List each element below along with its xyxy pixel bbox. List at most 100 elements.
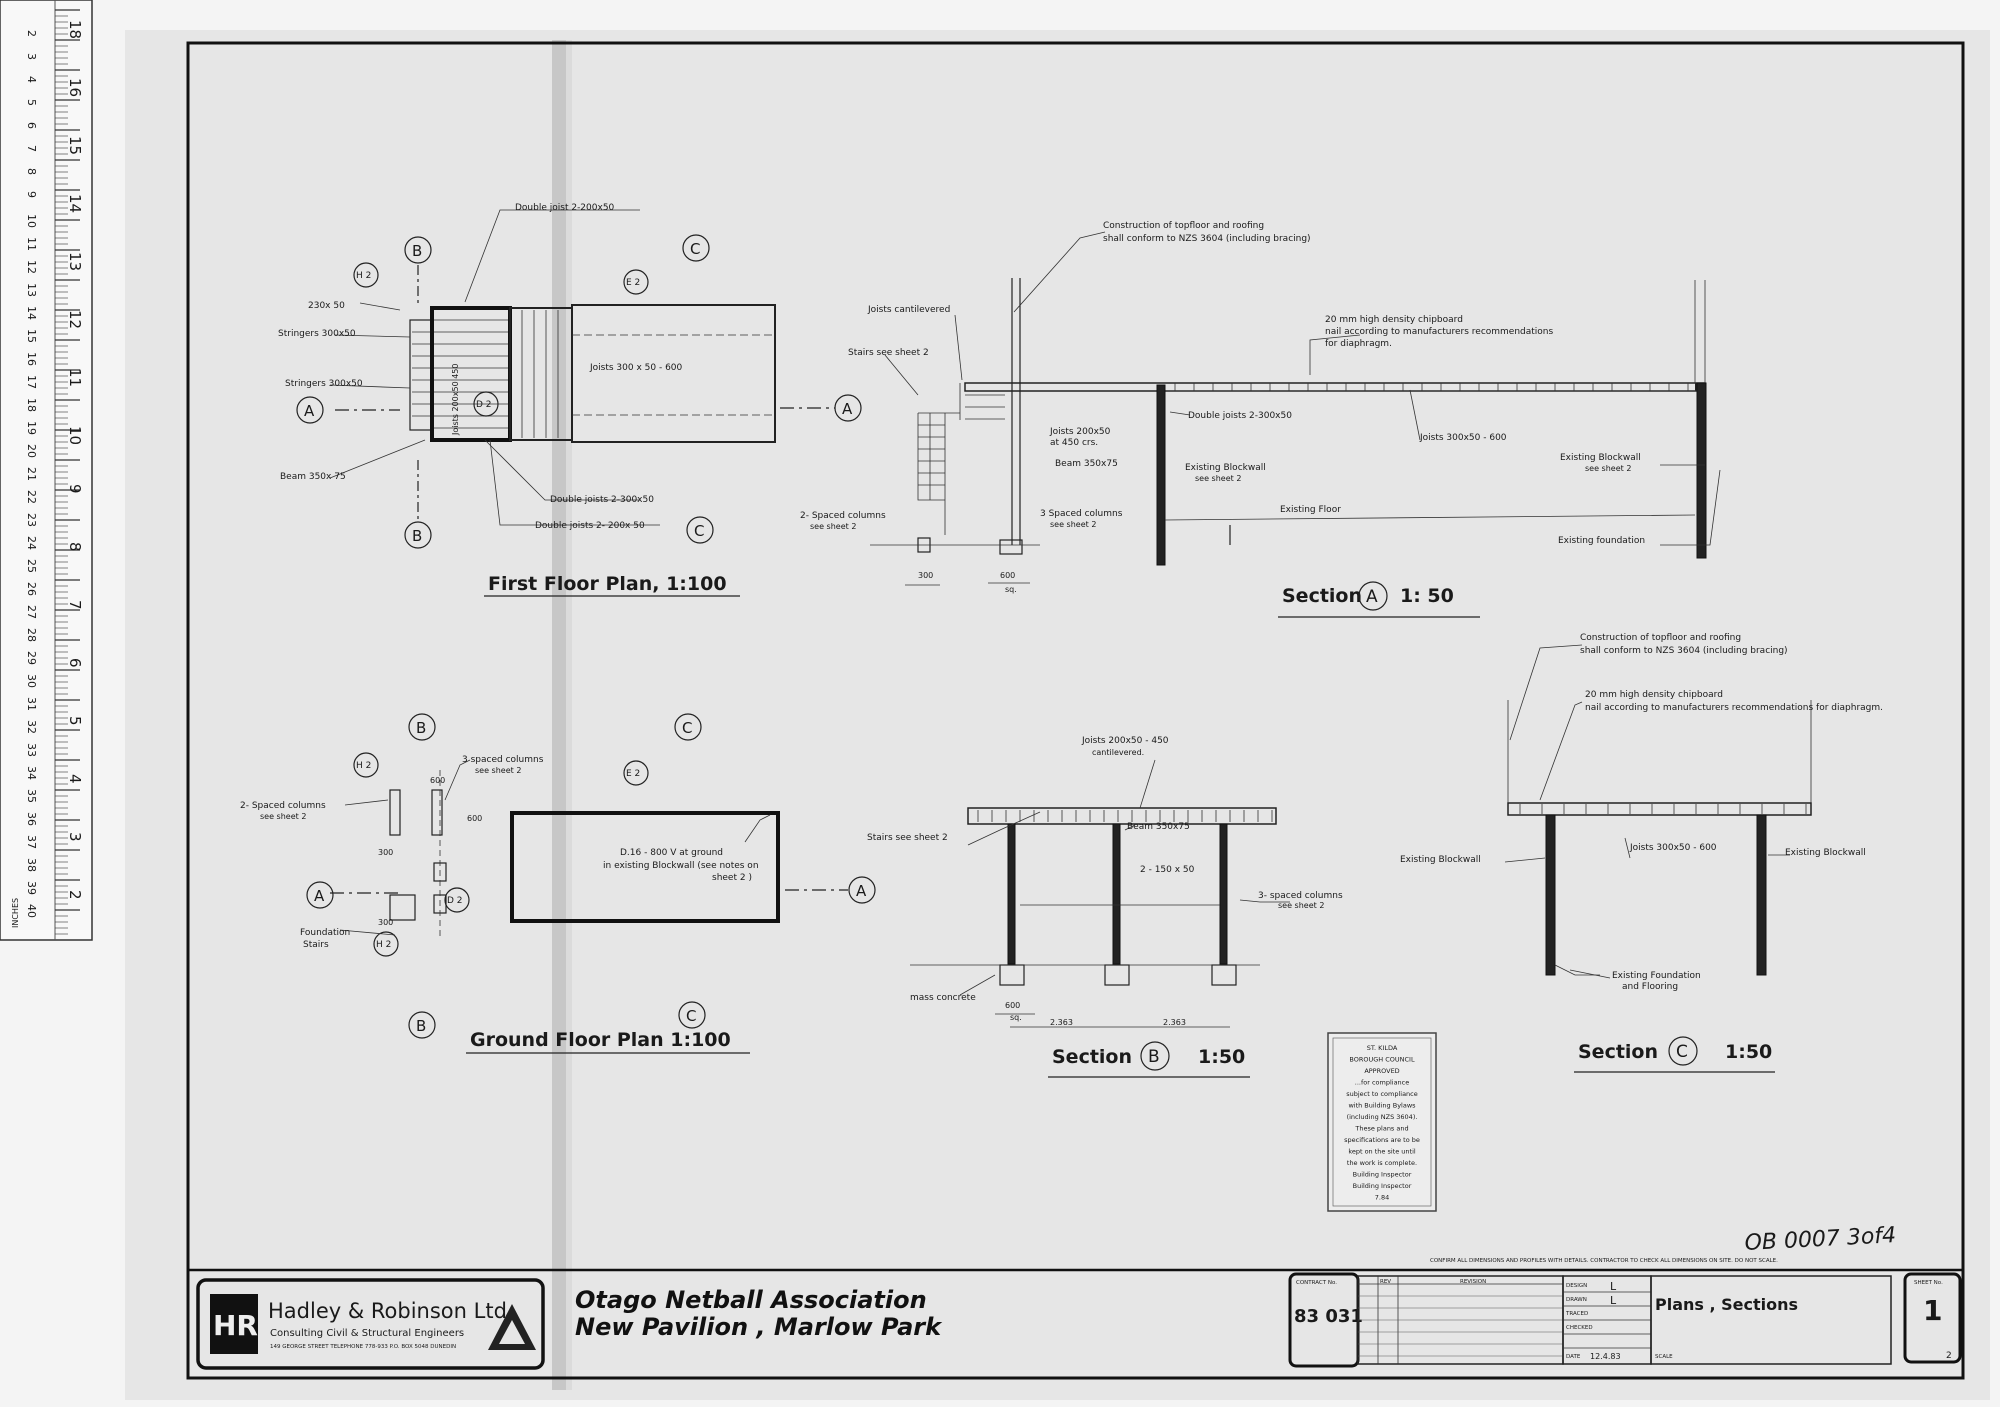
ruler-mm-label: 25 <box>25 559 38 573</box>
ruler-mm-label: 33 <box>25 743 38 757</box>
ruler-mm-label: 15 <box>25 329 38 343</box>
ruler-cm-label: 18 <box>66 20 84 39</box>
label-foundation-2: and Flooring <box>1622 982 1678 992</box>
label-double-joist-top: Double joist 2-200x50 <box>515 203 615 213</box>
label-beam: Beam 350x75 <box>1127 822 1190 832</box>
label-joists: Joists 200x50 - 450 <box>1081 736 1169 746</box>
design-value: L <box>1610 1280 1617 1293</box>
project-title-line2: New Pavilion , Marlow Park <box>575 1313 943 1341</box>
rev-label: REV <box>1380 1279 1391 1285</box>
label-see-sheet-1: see sheet 2 <box>1195 474 1241 483</box>
stamp-line: kept on the site until <box>1348 1148 1416 1156</box>
label-existing-blockwall-1: Existing Blockwall <box>1185 463 1266 473</box>
revision-label: REVISION <box>1460 1279 1486 1285</box>
ruler-cm-label: 5 <box>66 716 84 726</box>
label-spaced-columns-2b: see sheet 2 <box>1050 520 1096 529</box>
checked-label: CHECKED <box>1566 1325 1593 1331</box>
ruler-mm-label: 3 <box>25 53 38 60</box>
ruler-mm-label: 39 <box>25 881 38 895</box>
ruler-cm-label: 13 <box>66 252 84 271</box>
ruler-mm-label: 22 <box>25 490 38 504</box>
stamp-line: These plans and <box>1354 1125 1408 1133</box>
label-construction-2: shall conform to NZS 3604 (including bra… <box>1103 234 1311 244</box>
section-marker-b-top <box>404 236 432 264</box>
label-note-1: D.16 - 800 V at ground <box>620 848 723 858</box>
label-construction-2: shall conform to NZS 3604 (including bra… <box>1580 646 1788 656</box>
dim-300a: 300 <box>378 848 393 857</box>
label-construction-1: Construction of topfloor and roofing <box>1103 221 1264 231</box>
first-floor-plan-title: First Floor Plan, 1:100 <box>488 573 727 595</box>
ruler-cm-label: 7 <box>66 600 84 610</box>
confirm-note: CONFIRM ALL DIMENSIONS AND PROFILES WITH… <box>1430 1258 1778 1264</box>
ground-marker-a-right <box>848 876 876 904</box>
dim-sq: sq. <box>1010 1013 1022 1022</box>
drawing-border <box>186 41 1965 1380</box>
existing-blockwall-left <box>1156 384 1166 566</box>
sheet-of: 2 <box>1946 1351 1952 1361</box>
label-existing-floor: Existing Floor <box>1280 505 1341 515</box>
ruler-mm-label: 36 <box>25 812 38 826</box>
label-joists-cantilevered: Joists cantilevered <box>867 305 950 315</box>
drawn-value: L <box>1610 1294 1617 1307</box>
ruler-mm-label: 23 <box>25 513 38 527</box>
existing-blockwall-right <box>1756 814 1767 976</box>
section-b-title: Section <box>1052 1046 1132 1068</box>
first-floor-plan: A A B B C C H 2 E 2 D 2 Double joist 2-2… <box>278 203 862 597</box>
section-marker-a-left <box>296 396 324 424</box>
ruler-cm-label: 9 <box>66 484 84 494</box>
ruler-cm-label: 4 <box>66 774 84 784</box>
label-double-joists-1: Double joists 2-300x50 <box>550 495 654 505</box>
ruler-cm-label: 14 <box>66 194 84 213</box>
marker-text: D 2 <box>476 400 492 410</box>
marker-text: C <box>682 719 692 737</box>
ruler-mm-label: 5 <box>25 99 38 106</box>
label-stringers-1: Stringers 300x50 <box>278 329 356 339</box>
label-construction-1: Construction of topfloor and roofing <box>1580 633 1741 643</box>
label-spaced-columns-3: 3 spaced columns <box>462 755 544 765</box>
marker-text: H 2 <box>376 940 391 950</box>
date-label: DATE <box>1566 1354 1581 1360</box>
title-block: CONFIRM ALL DIMENSIONS AND PROFILES WITH… <box>188 1258 1963 1370</box>
ruler-mm-label: 38 <box>25 858 38 872</box>
dim-600: 600 <box>1000 571 1015 580</box>
label-joists-300: Joists 300x50 - 600 <box>1419 433 1507 443</box>
dim-300: 300 <box>918 571 933 580</box>
dim-300b: 300 <box>378 918 393 927</box>
label-chipboard-1: 20 mm high density chipboard <box>1585 690 1723 700</box>
section-b-marker: B <box>1148 1047 1160 1067</box>
label-chipboard-2: nail according to manufacturers recommen… <box>1325 327 1554 337</box>
fold-line <box>552 40 566 1390</box>
label-joists: Joists 300 x 50 - 600 <box>589 363 683 373</box>
label-beam: Beam 350x 75 <box>280 472 346 482</box>
section-marker-a-right <box>834 394 862 422</box>
label-note-2: in existing Blockwall (see notes on <box>603 861 759 871</box>
ruler-mm-label: 10 <box>25 214 38 228</box>
existing-building-outline <box>510 811 780 923</box>
firm-logo-mark <box>210 1294 258 1354</box>
ruler-cm-label: 11 <box>66 368 84 387</box>
label-spaced-columns-1: 2- Spaced columns <box>800 511 886 521</box>
label-chipboard-3: for diaphragm. <box>1325 339 1392 349</box>
ground-marker-c-bottom <box>678 1001 706 1029</box>
section-c-title: Section <box>1578 1041 1658 1063</box>
ruler-mm-label: 28 <box>25 628 38 642</box>
stamp-line: Building Inspector <box>1353 1182 1412 1190</box>
marker-text: B <box>412 527 422 545</box>
label-joists: Joists 300x50 - 600 <box>1629 843 1717 853</box>
label-double-joists: Double joists 2-300x50 <box>1188 411 1292 421</box>
ruler-cm-label: 2 <box>66 890 84 900</box>
label-existing-blockwall-2: Existing Blockwall <box>1560 453 1641 463</box>
ruler-cm-label: 10 <box>66 426 84 445</box>
ruler-unit-label: INCHES <box>11 898 20 928</box>
date-value: 12.4.83 <box>1590 1352 1621 1361</box>
label-existing-blockwall-l: Existing Blockwall <box>1400 855 1481 865</box>
ruler-mm-label: 8 <box>25 168 38 175</box>
marker-text: B <box>412 242 422 260</box>
ruler-cm-label: 15 <box>66 136 84 155</box>
dim-2363a: 2.363 <box>1050 1018 1073 1027</box>
contract-number: 83 031 <box>1294 1306 1363 1327</box>
section-c: Construction of topfloor and roofing sha… <box>1400 633 1883 1073</box>
marker-text: C <box>690 240 700 258</box>
